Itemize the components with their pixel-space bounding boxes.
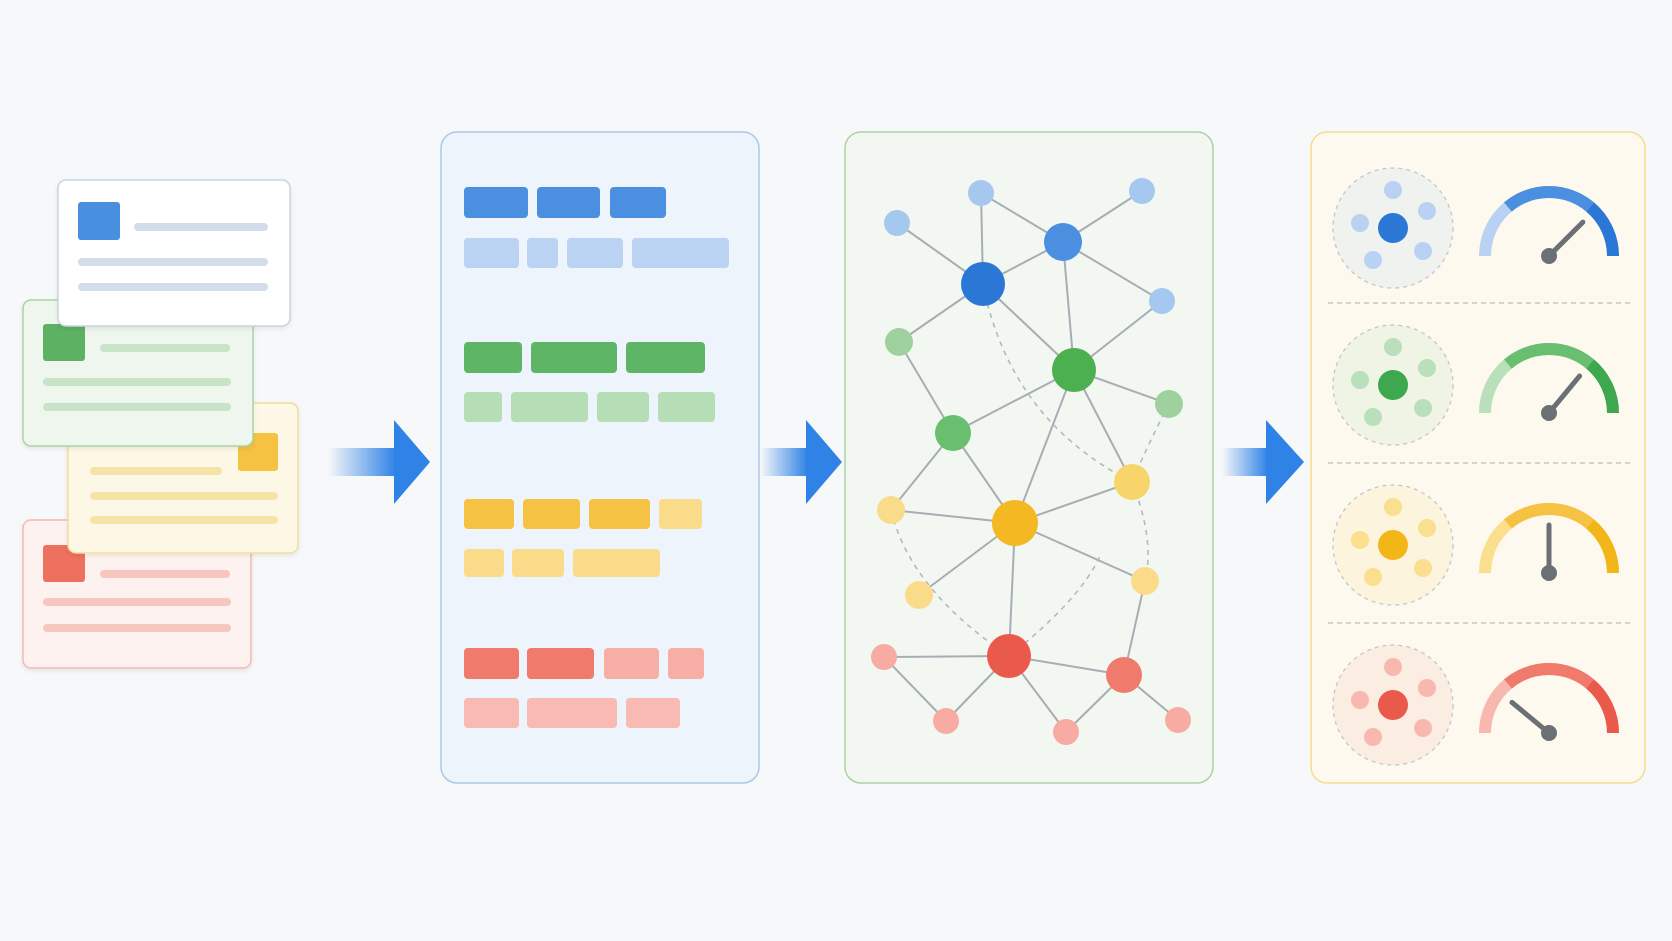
gauge-pivot xyxy=(1541,565,1557,581)
gauge-band xyxy=(1504,663,1594,689)
gauge-band-high xyxy=(1586,359,1619,414)
cluster-member-dot xyxy=(1418,202,1436,220)
graph-node xyxy=(1149,288,1175,314)
cluster-member-dot xyxy=(1364,251,1382,269)
graph-nodes xyxy=(871,178,1191,745)
cluster-gauges-panel xyxy=(1310,131,1646,784)
cluster-member-dot xyxy=(1384,498,1402,516)
document-card-blue xyxy=(57,179,291,327)
cluster-member-dot xyxy=(1384,338,1402,356)
cluster-member-dot xyxy=(1364,728,1382,746)
gauge-row-red xyxy=(1332,644,1619,766)
cluster-member-dot xyxy=(1384,658,1402,676)
cluster-member-dot xyxy=(1418,359,1436,377)
token-row-red xyxy=(464,648,704,728)
cluster-member-dot xyxy=(1414,719,1432,737)
graph-node xyxy=(935,415,971,451)
cluster-member-dot xyxy=(1351,214,1369,232)
graph-node xyxy=(871,644,897,670)
token-groups-panel xyxy=(440,131,760,784)
document-thumbnail-icon xyxy=(78,202,120,240)
cluster-member-dot xyxy=(1351,371,1369,389)
gauge-band xyxy=(1504,503,1594,529)
graph-node xyxy=(885,328,913,356)
cluster-member-dot xyxy=(1414,559,1432,577)
cluster-member-dot xyxy=(1414,399,1432,417)
token-row-green xyxy=(464,342,715,422)
gauge-pivot xyxy=(1541,405,1557,421)
cluster-member-dot xyxy=(1418,519,1436,537)
cluster-center-dot xyxy=(1378,690,1408,720)
gauge-band-high xyxy=(1586,679,1619,734)
cluster-center-dot xyxy=(1378,530,1408,560)
graph-hub-node xyxy=(961,262,1005,306)
gauge-row-blue xyxy=(1332,167,1619,289)
graph-hub-node xyxy=(987,634,1031,678)
graph-node xyxy=(968,180,994,206)
document-card-red xyxy=(22,519,252,669)
cluster-member-dot xyxy=(1364,408,1382,426)
document-thumbnail-icon xyxy=(43,545,85,582)
graph-node xyxy=(877,496,905,524)
cluster-center-dot xyxy=(1378,370,1408,400)
document-thumbnail-icon xyxy=(43,324,85,361)
token-row-yellow xyxy=(464,499,702,577)
graph-hub-node xyxy=(1052,348,1096,392)
gauge-needle-icon xyxy=(1509,699,1552,736)
graph-node xyxy=(1044,223,1082,261)
gauge-rows xyxy=(1332,167,1619,766)
gauge-band xyxy=(1504,343,1594,369)
token-row-blue xyxy=(464,187,729,268)
graph-node xyxy=(1053,719,1079,745)
flow-arrow-3 xyxy=(1222,420,1304,504)
cluster-member-dot xyxy=(1351,691,1369,709)
gauge-row-green xyxy=(1332,324,1619,446)
graph-node xyxy=(884,210,910,236)
graph-node xyxy=(1106,657,1142,693)
gauge-row-yellow xyxy=(1332,484,1619,606)
graph-node xyxy=(1114,464,1150,500)
graph-node xyxy=(1155,390,1183,418)
cluster-member-dot xyxy=(1418,679,1436,697)
cluster-member-dot xyxy=(1414,242,1432,260)
gauge-needle-icon xyxy=(1546,373,1583,416)
gauge-band xyxy=(1504,186,1594,212)
graph-hub-node xyxy=(992,500,1038,546)
source-documents xyxy=(22,179,299,669)
graph-node xyxy=(1131,567,1159,595)
graph-node xyxy=(933,708,959,734)
flow-arrow-1 xyxy=(328,420,430,504)
graph-node xyxy=(905,581,933,609)
cluster-member-dot xyxy=(1364,568,1382,586)
cluster-member-dot xyxy=(1384,181,1402,199)
document-card-green xyxy=(22,299,254,447)
graph-node xyxy=(1129,178,1155,204)
graph-node xyxy=(1165,707,1191,733)
gauge-pivot xyxy=(1541,248,1557,264)
cluster-center-dot xyxy=(1378,213,1408,243)
gauge-band-high xyxy=(1586,202,1619,257)
node-graph-panel xyxy=(844,131,1214,784)
flow-arrow-2 xyxy=(760,420,842,504)
gauge-band-high xyxy=(1586,519,1619,574)
cluster-member-dot xyxy=(1351,531,1369,549)
gauge-pivot xyxy=(1541,725,1557,741)
